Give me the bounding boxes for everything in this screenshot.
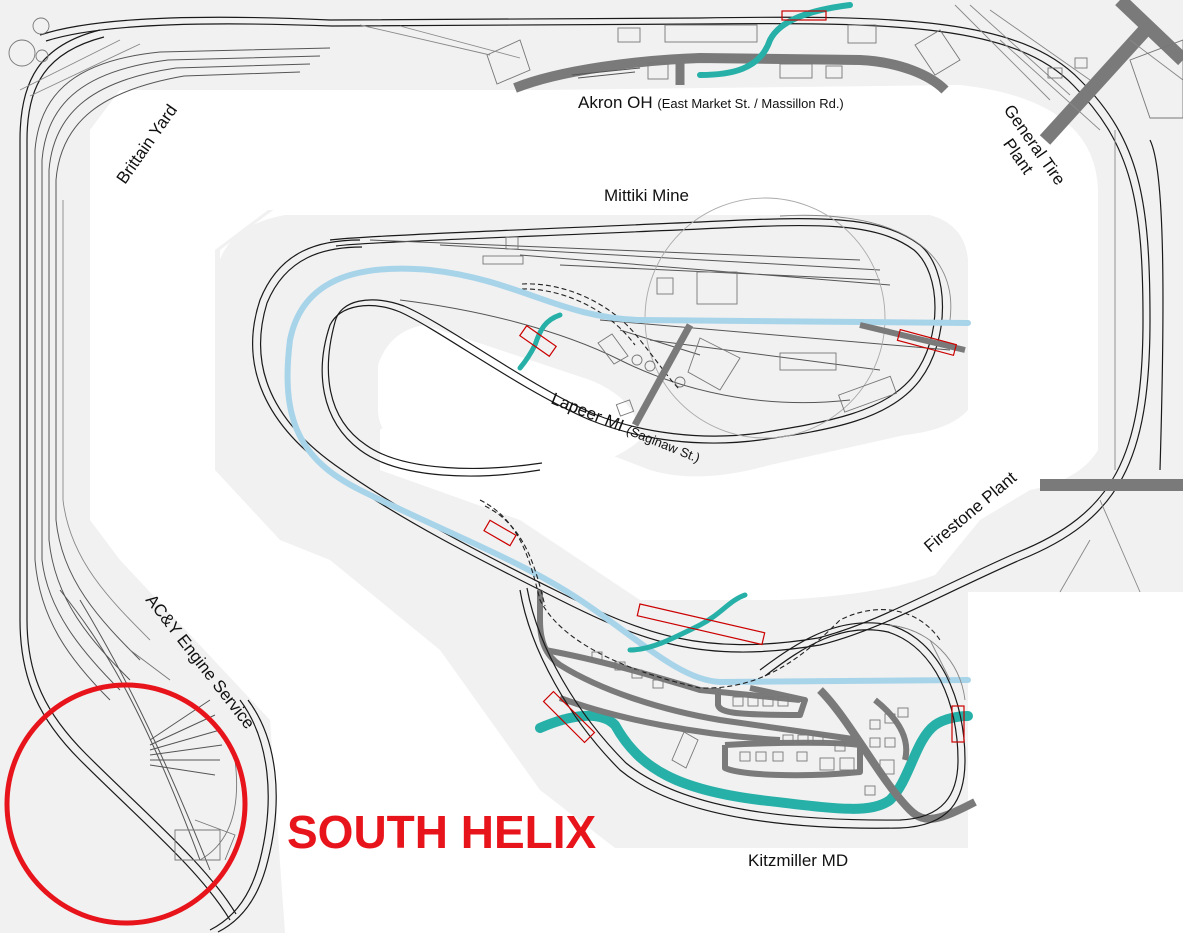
bridges <box>483 10 965 744</box>
kitzmiller-area <box>479 499 966 829</box>
mittiki-mine-label: Mittiki Mine <box>604 186 689 205</box>
river-teal <box>517 2 973 814</box>
south-helix-label: SOUTH HELIX <box>287 806 597 858</box>
brittain-yard-label: Brittain Yard <box>113 101 181 187</box>
akron-area <box>8 17 961 97</box>
akron-label: Akron OH (East Market St. / Massillon Rd… <box>578 93 844 112</box>
mittiki-mine-area <box>321 197 952 477</box>
peninsula-aisle <box>378 325 640 471</box>
general-tire-area <box>954 0 1183 471</box>
firestone-area <box>1040 130 1183 593</box>
river-light <box>284 265 971 686</box>
brittain-yard-tracks <box>34 47 331 701</box>
south-helix-circle <box>4 682 248 926</box>
kitzmiller-label: Kitzmiller MD <box>748 851 848 870</box>
